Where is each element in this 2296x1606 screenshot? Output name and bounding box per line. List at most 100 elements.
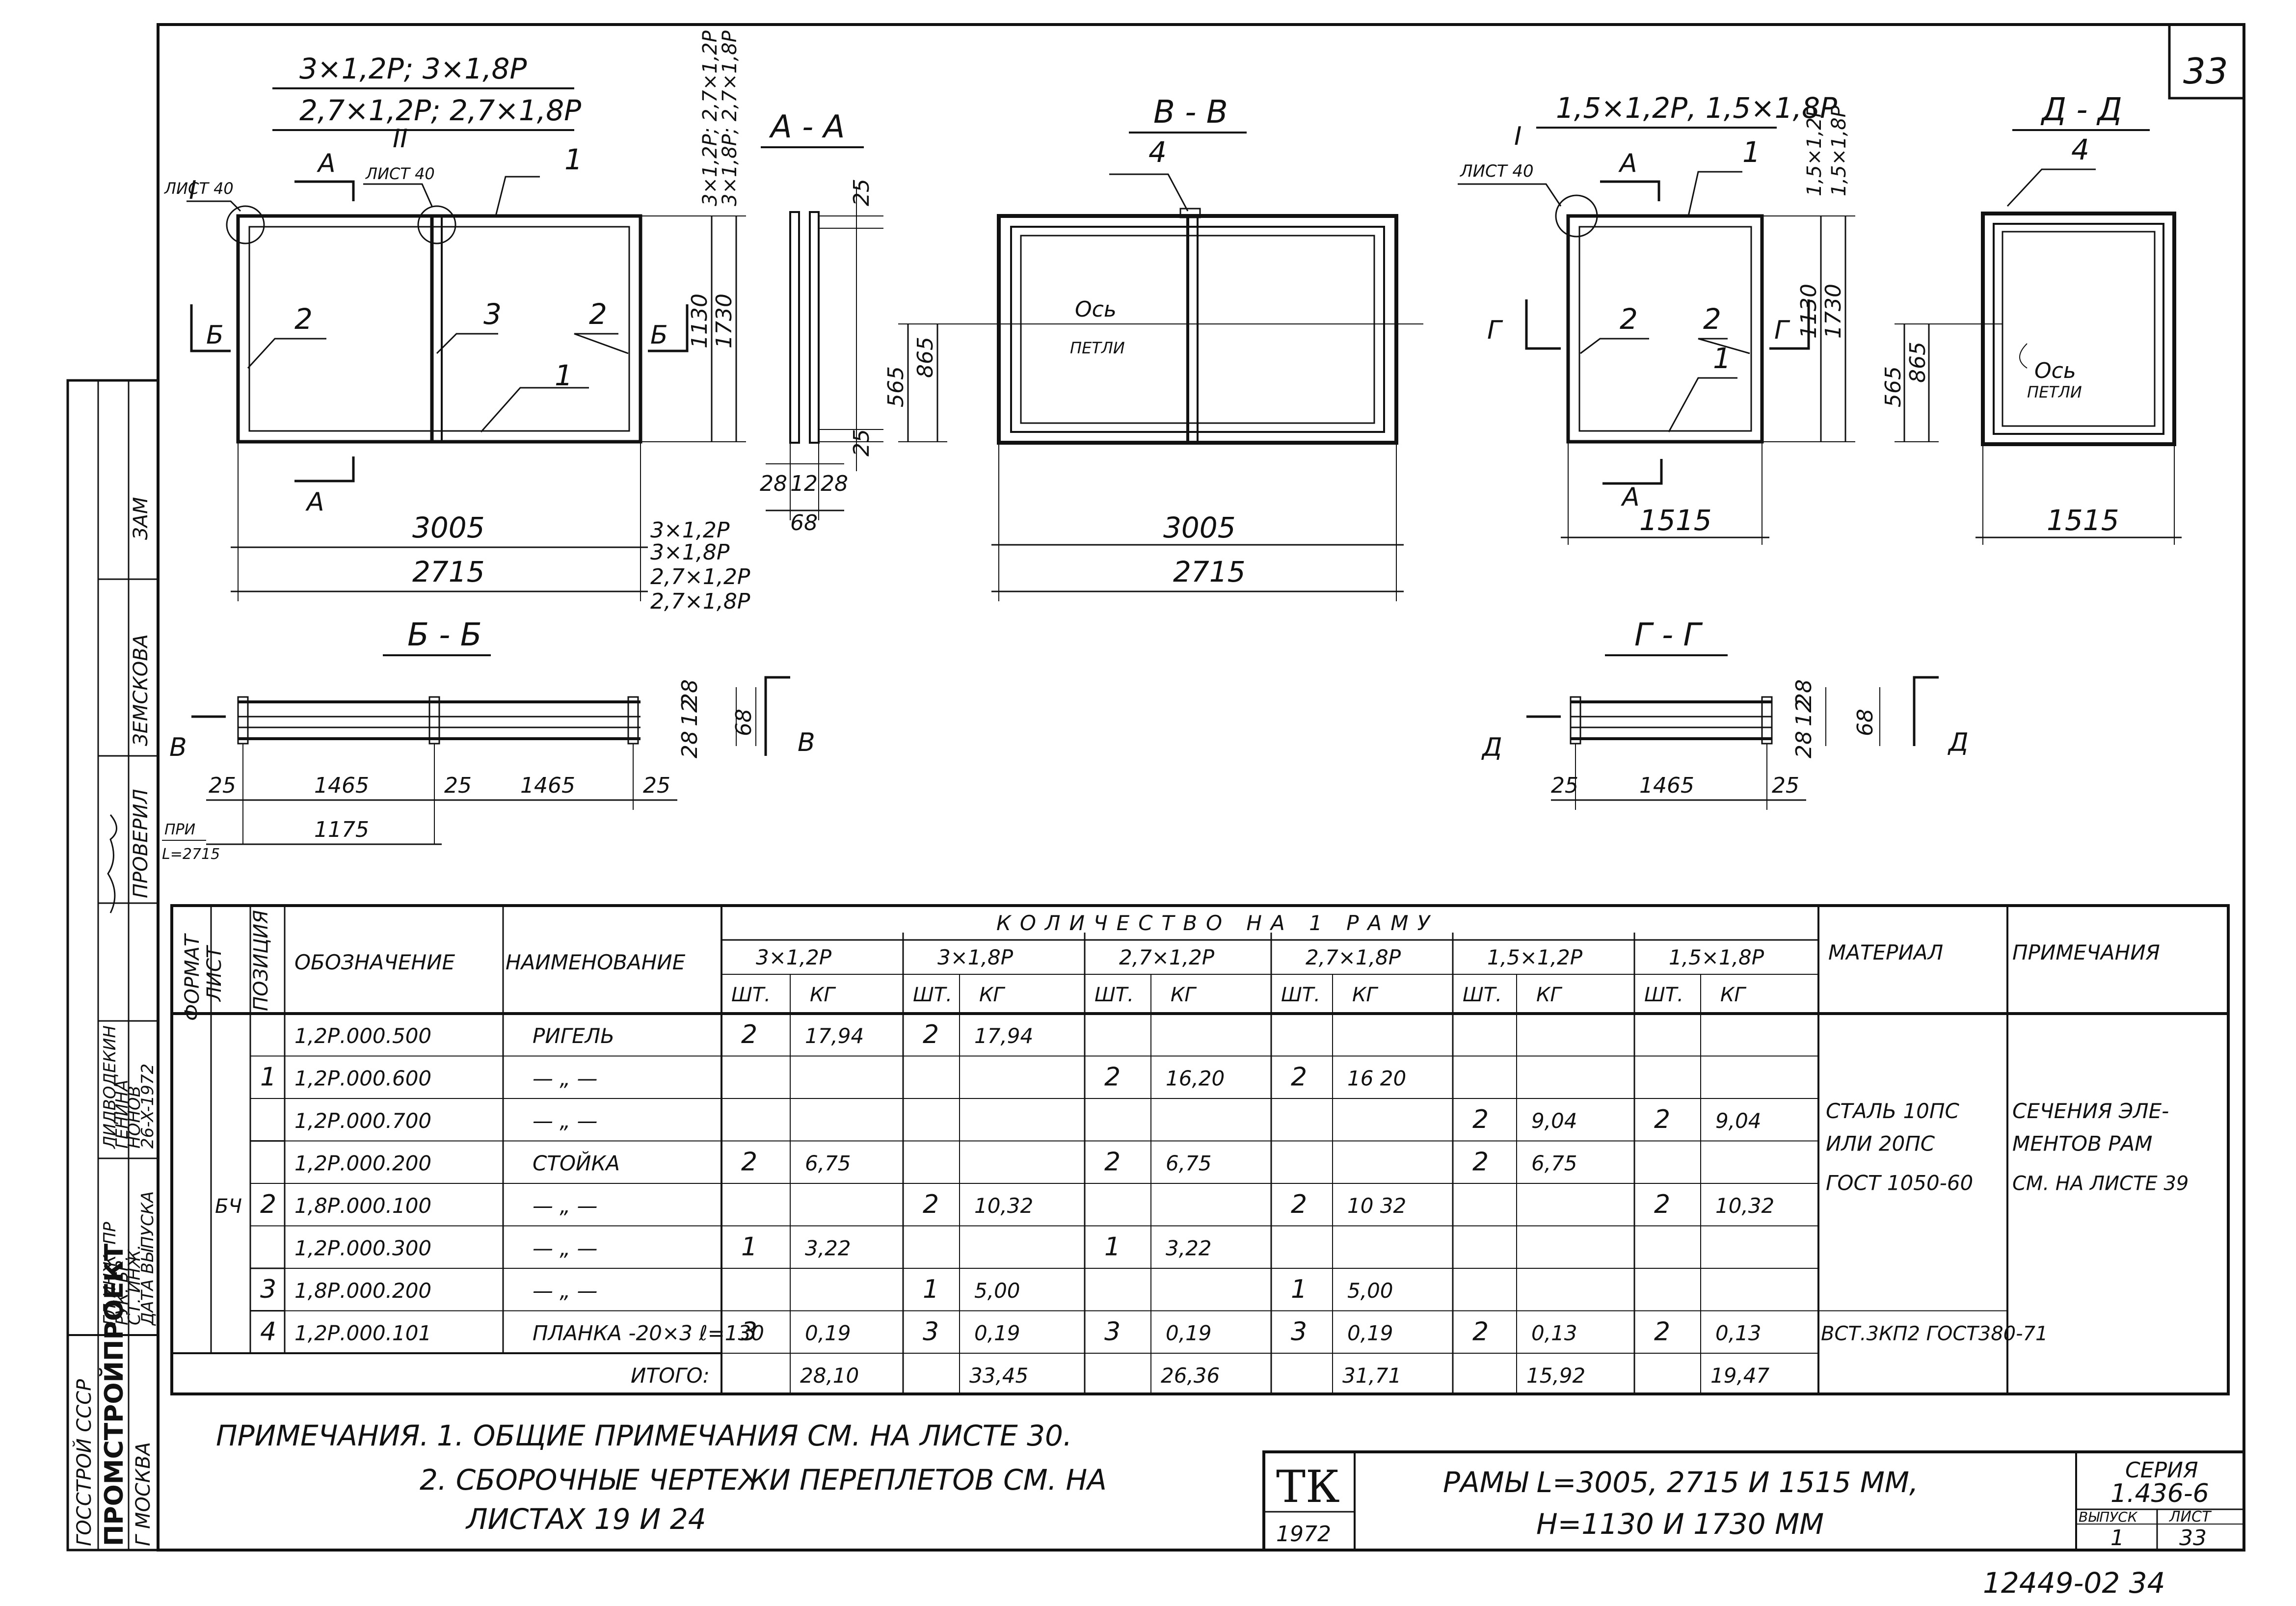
vv-pos-4: 4 [1148, 135, 1167, 169]
total-value: 15,92 [1526, 1364, 1585, 1388]
aa-dim-565: 565 [883, 366, 908, 407]
r-cut-g-left: Г [1487, 316, 1503, 345]
quantity-cell: 16,20 [1166, 1067, 1225, 1091]
section-vv-title: В - В [1153, 94, 1228, 131]
r-dim-1730: 1730 [1821, 284, 1846, 339]
section-bb-title: Б - Б [407, 617, 482, 653]
total-value: 26,36 [1161, 1364, 1220, 1388]
r-dim-1130: 1130 [1796, 284, 1821, 339]
series-value: 1.436-6 [2110, 1479, 2209, 1508]
quantity-cell: 6,75 [805, 1151, 851, 1176]
designation-cell: 1,8Р.000.100 [294, 1194, 431, 1218]
variant-header: 2,7×1,8Р [1306, 945, 1401, 969]
quantity-cell: 3 [1104, 1317, 1121, 1347]
bb-note-2: L=2715 [162, 846, 220, 863]
h-format: ФОРМАТ [181, 933, 204, 1021]
sheet-label: ЛИСТ [2169, 1508, 2212, 1526]
variant-header: 2,7×1,2Р [1119, 945, 1215, 969]
bb-mark-v-left: В [169, 733, 187, 762]
note-1: 1. ОБЩИЕ ПРИМЕЧАНИЯ СМ. НА ЛИСТЕ 30. [437, 1419, 1072, 1452]
bb-dim-1465-a: 1465 [314, 773, 369, 798]
r-pos-2-right: 2 [1703, 302, 1721, 336]
org-line-2: ПРОМСТРОЙПРОЕКТ [99, 1243, 129, 1546]
quantity-cell: 9,04 [1715, 1109, 1762, 1133]
quantity-cell: 2 [1104, 1148, 1121, 1177]
name-cell: — „ — [533, 1109, 597, 1133]
cut-b-left: Б [206, 321, 224, 350]
quantity-cell: 2 [1472, 1317, 1489, 1347]
variant-2: 3×1,8Р [650, 540, 730, 565]
notes-block: ПРИМЕЧАНИЯ. 1. ОБЩИЕ ПРИМЕЧАНИЯ СМ. НА Л… [216, 1419, 1107, 1536]
r-node-ref: ЛИСТ 40 [1459, 161, 1534, 181]
gg-mark-d-right: Д [1948, 728, 1969, 757]
total-label: ИТОГО: [631, 1364, 710, 1388]
gg-dim-12: 12 [1791, 699, 1816, 726]
quantity-cell: 1 [1291, 1275, 1307, 1304]
unit-pcs: ШТ. [1281, 984, 1320, 1006]
quantity-cell: 0,13 [1715, 1321, 1762, 1345]
designation-cell: 1,2Р.000.300 [294, 1236, 431, 1260]
unit-kg: КГ [1720, 984, 1746, 1006]
quantity-cell: 2 [1472, 1148, 1489, 1177]
left-vert-title-1: 3×1,2Р; 2,7×1,2Р [699, 30, 721, 206]
name-3: НОНОВ [125, 1086, 144, 1149]
left-vert-title-2: 3×1,8Р; 2,7×1,8Р [719, 30, 741, 206]
cut-b-right: Б [650, 321, 668, 350]
dd-pos-4: 4 [2071, 133, 2089, 166]
notes-head: ПРИМЕЧАНИЯ. [216, 1419, 429, 1452]
quantity-cell: 17,94 [805, 1024, 864, 1048]
unit-pcs: ШТ. [1644, 984, 1683, 1006]
pos-2-right: 2 [589, 297, 607, 331]
sheet-number: БЧ [215, 1195, 242, 1218]
right-frame-view: 1,5×1,2Р, 1,5×1,8Р 1,5×1,2Р 1,5×1,8Р I Л… [1458, 91, 1939, 545]
page-number-box [2168, 23, 2245, 100]
variant-4: 2,7×1,8Р [650, 589, 750, 614]
unit-kg: КГ [979, 984, 1005, 1006]
designation-cell: 1,2Р.000.200 [294, 1151, 431, 1176]
name-cell: — „ — [533, 1236, 597, 1260]
bb-dim-25-a: 25 [209, 773, 236, 798]
position-number: 4 [260, 1317, 276, 1347]
quantity-cell: 2 [741, 1148, 757, 1177]
aa-dim-68: 68 [790, 510, 818, 535]
h-qty: КОЛИЧЕСТВО НА 1 РАМУ [996, 911, 1439, 935]
r-dim-865: 865 [1905, 342, 1930, 383]
quantity-cell: 2 [1104, 1063, 1121, 1092]
role-3: СТ. ИНЖ. [125, 1244, 144, 1325]
aa-dim-28-a: 28 [760, 471, 787, 496]
series-label: СЕРИЯ [2125, 1458, 2198, 1483]
vv-axis-1: Ось [1075, 297, 1117, 322]
aa-dim-865: 865 [913, 337, 938, 378]
check-2: ЗЕМСКОВА [130, 634, 152, 746]
material-line: ВСТ.3КП2 ГОСТ380-71 [1821, 1323, 2048, 1345]
section-d-d: Д - Д 4 Ось ПЕТЛИ 1515 [1904, 92, 2182, 545]
gg-dim-28-b: 28 [1791, 731, 1816, 758]
role-4: ДАТА ВЫПУСКА [138, 1191, 158, 1326]
bb-dim-25-b: 25 [444, 773, 472, 798]
bb-dim-68: 68 [731, 709, 756, 736]
position-number: 3 [260, 1275, 276, 1304]
gg-dim-25-b: 25 [1772, 773, 1799, 798]
node-I-ref: ЛИСТ 40 [164, 179, 234, 198]
r-pos-1-top: 1 [1742, 135, 1761, 169]
h-notes: ПРИМЕЧАНИЯ [2012, 940, 2160, 964]
check-1: ПРОВЕРИЛ [130, 789, 152, 898]
node-I-label: I [189, 176, 196, 205]
r-cut-a-bottom: А [1621, 482, 1640, 512]
r-pos-1-bottom: 1 [1713, 342, 1731, 375]
specification-table: ФОРМАТ ЛИСТ ПОЗИЦИЯ ОБОЗНАЧЕНИЕ НАИМЕНОВ… [170, 904, 2230, 1395]
name-cell: РИГЕЛЬ [533, 1024, 614, 1048]
role-2: РУК. БР. [112, 1256, 132, 1325]
quantity-cell: 3,22 [805, 1236, 851, 1260]
title-line-2: Н=1130 И 1730 ММ [1536, 1507, 1824, 1541]
dd-axis-1: Ось [2034, 358, 2076, 383]
variant-header: 3×1,2Р [756, 945, 832, 969]
node-II-ref: ЛИСТ 40 [365, 164, 435, 183]
total-value: 33,45 [969, 1364, 1028, 1388]
quantity-cell: 0,19 [1347, 1321, 1393, 1345]
aa-dim-28-b: 28 [821, 471, 848, 496]
material-line: ГОСТ 1050-60 [1826, 1171, 1973, 1195]
cut-a-top: А [317, 149, 336, 178]
h-material: МАТЕРИАЛ [1828, 940, 1943, 964]
variant-1: 3×1,2Р [650, 518, 730, 543]
